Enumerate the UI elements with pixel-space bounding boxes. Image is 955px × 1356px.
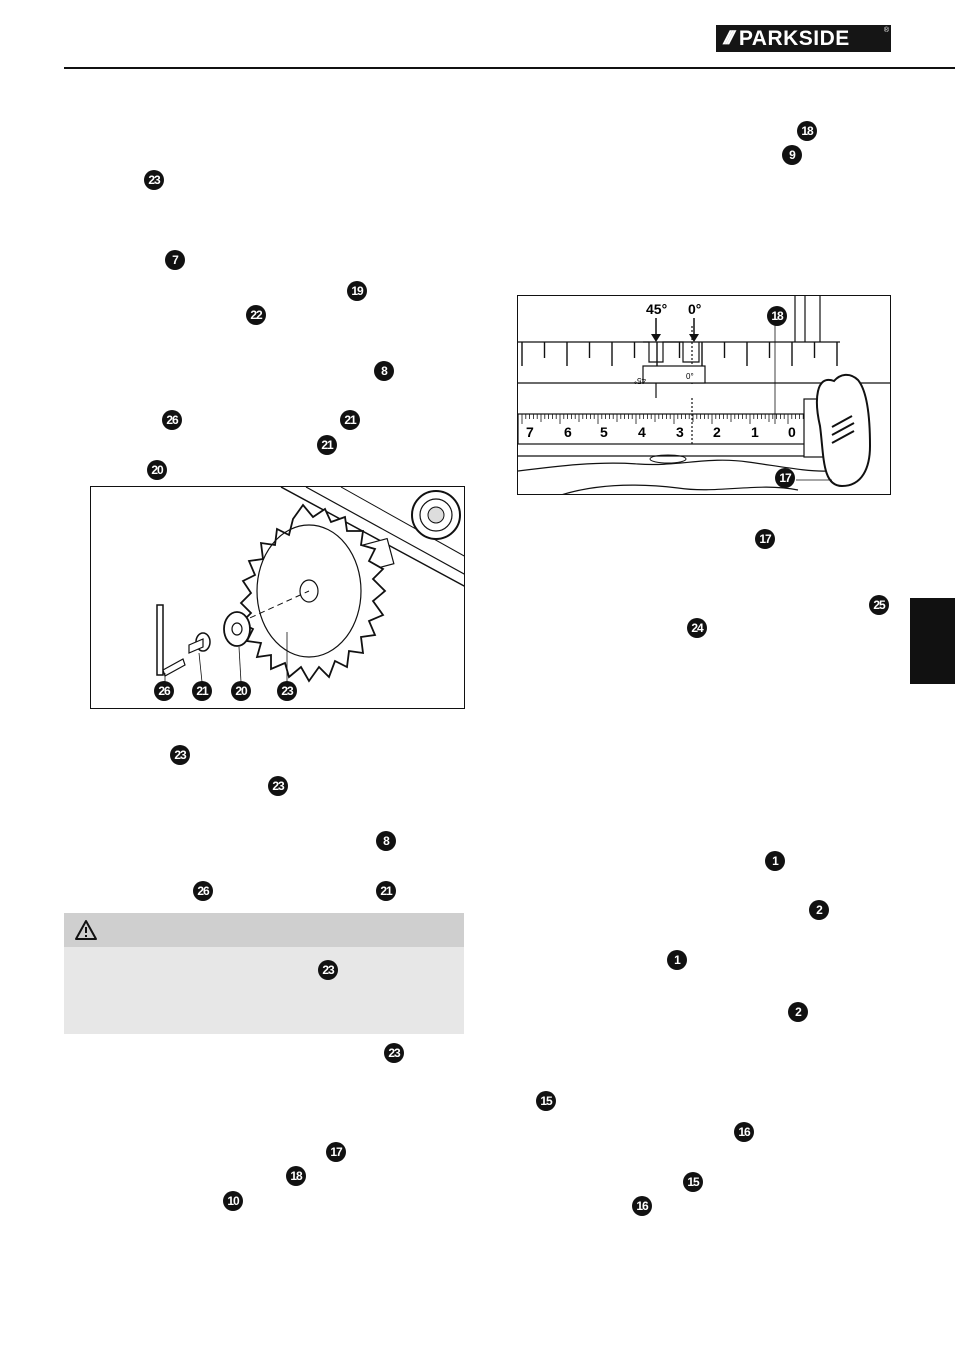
callout-number: 18 [797,121,817,141]
callout-number: 19 [347,281,367,301]
callout-number: 23 [170,745,190,765]
callout-number: 8 [376,831,396,851]
ruler-number: 0 [788,424,796,440]
figure-blade-assembly: 26 21 20 23 [90,486,465,709]
callout-number: 17 [755,529,775,549]
callout-number: 1 [765,851,785,871]
figure-bevel-scale: 45° 0° 45° 0° 7 6 5 4 3 2 1 0 18 17 [517,295,891,495]
callout-number: 26 [162,410,182,430]
callout-number: 24 [687,618,707,638]
callout-number: 15 [683,1172,703,1192]
header-rule [64,67,955,69]
callout-number: 23 [384,1043,404,1063]
brand-logo: /// PARKSIDE ® [716,25,891,52]
ruler-number: 1 [751,424,759,440]
callout-number: 21 [376,881,396,901]
callout-number: 23 [268,776,288,796]
callout-number: 10 [223,1191,243,1211]
callout-number: 26 [193,881,213,901]
angle-label-45: 45° [646,301,667,317]
carriage-label-0: 0° [686,372,694,381]
callout-number: 25 [869,595,889,615]
callout-number: 23 [144,170,164,190]
callout-number: 15 [536,1091,556,1111]
ruler-number: 6 [564,424,572,440]
callout-number: 17 [326,1142,346,1162]
ruler-number: 2 [713,424,721,440]
callout-number: 7 [165,250,185,270]
callout-number: 21 [317,435,337,455]
callout-number: 18 [286,1166,306,1186]
callout-number: 21 [340,410,360,430]
ruler-number: 3 [676,424,684,440]
warning-header [64,913,464,947]
scale-illustration: 45° 0° 45° 0° 7 6 5 4 3 2 1 0 [518,296,890,494]
figure-label: 23 [277,681,297,701]
lower-ruler-ticks [521,414,804,424]
callout-number: 2 [809,900,829,920]
ruler-number: 4 [638,424,646,440]
figure-label: 21 [192,681,212,701]
figure-label: 26 [154,681,174,701]
warning-triangle-icon [75,920,97,940]
upper-scale-ticks [521,342,838,366]
callout-number: 9 [782,145,802,165]
callout-number: 20 [147,460,167,480]
figure-label: 17 [775,468,795,488]
callout-number: 1 [667,950,687,970]
callout-number: 22 [246,305,266,325]
callout-number: 23 [318,960,338,980]
ruler-number: 7 [526,424,534,440]
callout-number: 8 [374,361,394,381]
blade-illustration [156,487,464,683]
warning-box: 23 [64,913,464,1034]
carriage-label-45: 45° [634,376,646,385]
ruler-number: 5 [600,424,608,440]
logo-brand-name: PARKSIDE [738,26,850,50]
angle-label-0: 0° [688,301,701,317]
callout-number: 2 [788,1002,808,1022]
logo-registered-mark: ® [883,27,889,34]
callout-number: 16 [734,1122,754,1142]
callout-number: 16 [632,1196,652,1216]
figure-label: 18 [767,306,787,326]
figure-label: 20 [231,681,251,701]
section-thumb-tab [910,598,955,684]
